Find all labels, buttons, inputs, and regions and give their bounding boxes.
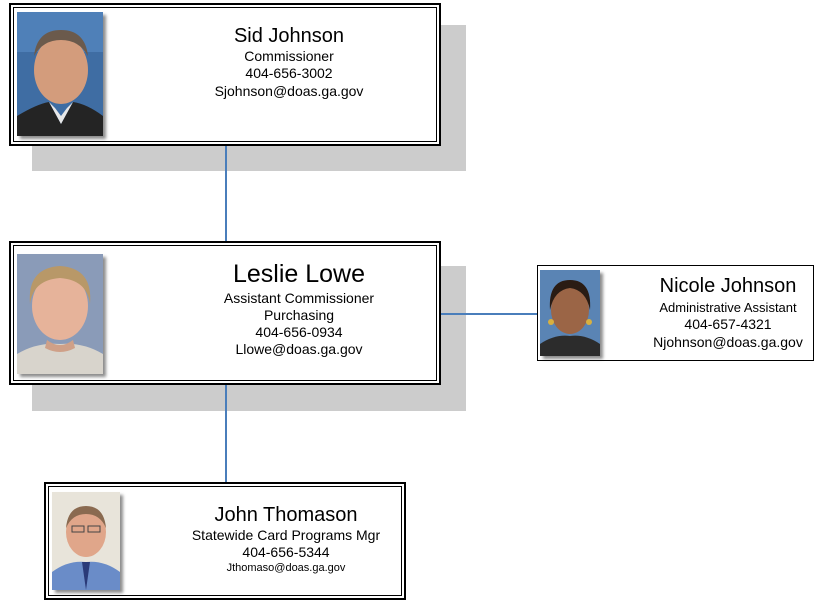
org-card-leslie-lowe[interactable]: Leslie Lowe Assistant Commissioner Purch… xyxy=(9,241,441,385)
sid-johnson-photo xyxy=(17,12,103,136)
nicole-johnson-photo xyxy=(540,270,600,356)
org-card-john-thomason[interactable]: John Thomason Statewide Card Programs Mg… xyxy=(44,482,406,600)
leslie-lowe-info: Leslie Lowe Assistant Commissioner Purch… xyxy=(189,259,409,358)
connector-sid-leslie xyxy=(225,146,227,241)
connector-leslie-nicole xyxy=(441,313,537,315)
person-email[interactable]: Jthomaso@doas.ga.gov xyxy=(226,561,346,574)
org-card-sid-johnson[interactable]: Sid Johnson Commissioner 404-656-3002 Sj… xyxy=(9,3,441,146)
person-phone: 404-656-5344 xyxy=(242,544,330,561)
leslie-lowe-photo xyxy=(17,254,103,374)
person-title: Commissioner xyxy=(244,48,334,65)
person-phone: 404-656-3002 xyxy=(245,65,333,82)
connector-leslie-john xyxy=(225,385,227,482)
person-title: Assistant Commissioner xyxy=(223,289,375,306)
nicole-johnson-info: Nicole Johnson Administrative Assistant … xyxy=(642,274,814,352)
person-dept: Purchasing xyxy=(263,306,335,323)
person-email[interactable]: Njohnson@doas.ga.gov xyxy=(653,334,803,351)
person-phone: 404-656-0934 xyxy=(255,323,343,340)
person-name: Nicole Johnson xyxy=(659,275,797,297)
john-thomason-photo xyxy=(52,492,120,590)
person-title: Statewide Card Programs Mgr xyxy=(191,527,381,544)
person-name: Sid Johnson xyxy=(233,25,345,47)
org-card-nicole-johnson[interactable]: Nicole Johnson Administrative Assistant … xyxy=(537,265,814,361)
sid-johnson-info: Sid Johnson Commissioner 404-656-3002 Sj… xyxy=(189,24,389,100)
person-email[interactable]: Sjohnson@doas.ga.gov xyxy=(214,82,364,99)
person-name: Leslie Lowe xyxy=(232,260,366,288)
john-thomason-info: John Thomason Statewide Card Programs Mg… xyxy=(174,503,398,575)
person-phone: 404-657-4321 xyxy=(684,316,772,333)
person-title: Administrative Assistant xyxy=(659,299,797,315)
person-email[interactable]: Llowe@doas.ga.gov xyxy=(235,340,363,357)
person-name: John Thomason xyxy=(214,504,358,526)
